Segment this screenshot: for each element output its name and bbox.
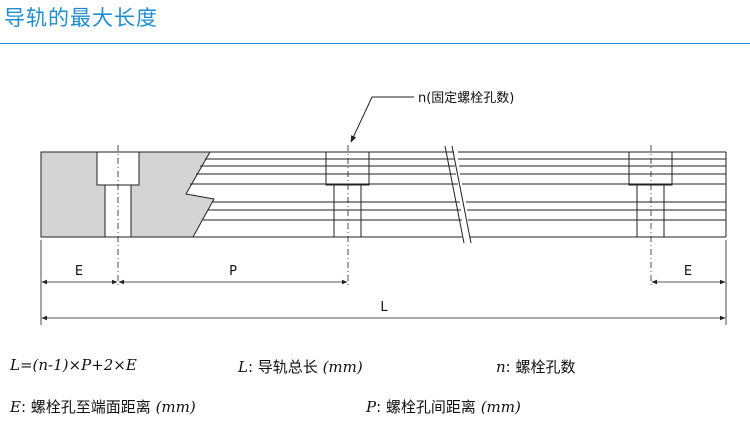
- legend-L: L: 导轨总长 (mm): [238, 356, 363, 377]
- callout-label: n(固定螺栓孔数): [418, 91, 514, 106]
- legend-P-desc: : 螺栓孔间距离: [376, 398, 476, 416]
- legend-n-symbol: n: [496, 358, 506, 376]
- legend-L-unit: (mm): [322, 358, 363, 376]
- extension-lines: [40, 240, 727, 325]
- legend-L-symbol: L: [238, 358, 248, 376]
- legend-n: n: 螺栓孔数: [496, 356, 576, 377]
- dim-label-l: L: [380, 300, 388, 315]
- legend-P-unit: (mm): [480, 398, 521, 416]
- rail-body: [190, 145, 727, 244]
- formula-total-length: L=(n-1)×P+2×E: [10, 356, 137, 374]
- legend-P: P: 螺栓孔间距离 (mm): [366, 396, 521, 417]
- legend-E-symbol: E: [10, 398, 21, 416]
- formula-expression: L=(n-1)×P+2×E: [10, 356, 137, 374]
- bolt-hole-1: [325, 151, 370, 238]
- page-title: 导轨的最大长度: [4, 6, 158, 30]
- legend-E-unit: (mm): [155, 398, 196, 416]
- dim-label-e-right: E: [684, 264, 692, 279]
- dim-label-e-left: E: [75, 264, 83, 279]
- dim-label-p: P: [229, 264, 237, 279]
- title-underline: [0, 43, 750, 44]
- callout-leader: [350, 96, 414, 143]
- dimension-lines: [41, 279, 726, 321]
- legend-n-desc: : 螺栓孔数: [505, 358, 576, 376]
- rail-diagram: n(固定螺栓孔数) E P E L: [40, 91, 727, 325]
- centerlines: [117, 145, 652, 285]
- legend-E-desc: : 螺栓孔至端面距离: [20, 398, 151, 416]
- legend-E: E: 螺栓孔至端面距离 (mm): [10, 396, 196, 417]
- legend-P-symbol: P: [366, 398, 377, 416]
- legend-L-desc: : 导轨总长: [247, 358, 318, 376]
- bolt-hole-2: [628, 151, 673, 238]
